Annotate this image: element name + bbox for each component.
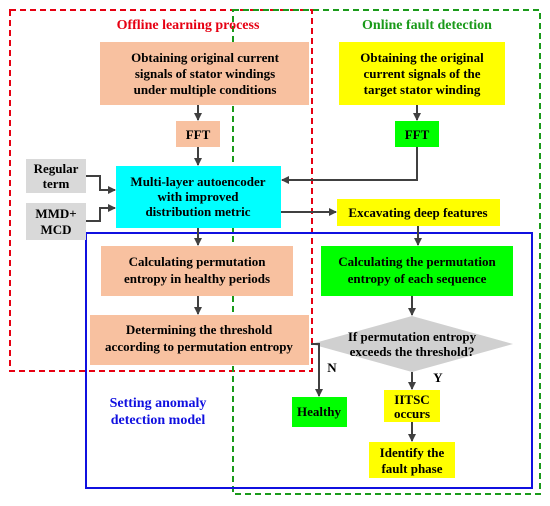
- svg-text:Calculating permutation: Calculating permutation: [129, 254, 267, 269]
- svg-text:Identify the: Identify the: [380, 445, 445, 460]
- svg-text:under multiple conditions: under multiple conditions: [134, 82, 277, 97]
- autoencoder-box: Multi-layer autoencoder with improved di…: [116, 166, 281, 228]
- svg-text:Healthy: Healthy: [297, 404, 342, 419]
- arrow-fft-online-to-autoencoder: [281, 147, 418, 184]
- svg-text:Obtaining original current: Obtaining original current: [131, 50, 279, 65]
- anomaly-region-title-line2: detection model: [111, 413, 206, 428]
- svg-text:according to permutation entro: according to permutation entropy: [105, 339, 293, 354]
- fft-online-box: FFT: [395, 121, 439, 147]
- svg-text:MMD+: MMD+: [35, 206, 76, 221]
- svg-text:FFT: FFT: [405, 127, 430, 142]
- offline-region-frame: [9, 9, 313, 372]
- regular-term-box: Regular term: [26, 159, 86, 193]
- svg-text:Calculating the permutation: Calculating the permutation: [338, 254, 496, 269]
- svg-text:distribution metric: distribution metric: [145, 204, 250, 219]
- svg-text:Determining the threshold: Determining the threshold: [126, 322, 273, 337]
- svg-text:exceeds the threshold?: exceeds the threshold?: [350, 344, 475, 359]
- threshold-box: Determining the threshold according to p…: [90, 315, 309, 365]
- excavating-features-box: Excavating deep features: [337, 199, 500, 226]
- obtain-target-box: Obtaining the original current signals o…: [339, 42, 505, 105]
- decision-diamond: If permutation entropy exceeds the thres…: [311, 316, 513, 372]
- svg-text:fault phase: fault phase: [381, 461, 442, 476]
- svg-text:current signals of the: current signals of the: [363, 66, 480, 81]
- svg-text:Multi-layer autoencoder: Multi-layer autoencoder: [130, 174, 265, 189]
- svg-text:If permutation entropy: If permutation entropy: [348, 329, 477, 344]
- fft-offline-box: FFT: [176, 121, 220, 147]
- anomaly-region-title-line1: Setting anomaly: [110, 396, 207, 411]
- svg-text:entropy of each sequence: entropy of each sequence: [348, 271, 487, 286]
- branch-n-label: N: [327, 360, 337, 375]
- svg-text:Obtaining the original: Obtaining the original: [360, 50, 484, 65]
- svg-text:Excavating deep features: Excavating deep features: [348, 205, 487, 220]
- arrow-regular-to-autoencoder: [86, 175, 116, 194]
- pe-healthy-box: Calculating permutation entropy in healt…: [101, 246, 293, 296]
- svg-text:occurs: occurs: [394, 406, 430, 421]
- svg-text:with improved: with improved: [157, 189, 239, 204]
- svg-text:term: term: [43, 176, 70, 191]
- svg-text:signals of stator windings: signals of stator windings: [135, 66, 275, 81]
- svg-text:Regular: Regular: [34, 161, 79, 176]
- anomaly-region-frame: [85, 232, 533, 489]
- healthy-box: Healthy: [292, 397, 347, 427]
- obtain-multi-condition-box: Obtaining original current signals of st…: [100, 42, 309, 105]
- iitsc-box: IITSC occurs: [384, 390, 440, 422]
- svg-text:target stator winding: target stator winding: [364, 82, 481, 97]
- svg-text:entropy in healthy periods: entropy in healthy periods: [124, 271, 270, 286]
- svg-text:MCD: MCD: [40, 222, 71, 237]
- svg-text:IITSC: IITSC: [394, 392, 429, 407]
- svg-text:FFT: FFT: [186, 127, 211, 142]
- pe-sequence-box: Calculating the permutation entropy of e…: [321, 246, 513, 296]
- online-region-title: Online fault detection: [362, 18, 492, 33]
- arrow-decision-to-healthy: [311, 343, 323, 397]
- offline-region-title: Offline learning process: [117, 18, 260, 33]
- identify-fault-box: Identify the fault phase: [369, 442, 455, 478]
- mmd-mcd-box: MMD+ MCD: [26, 203, 86, 240]
- arrow-mmd-to-autoencoder: [86, 204, 116, 222]
- branch-y-label: Y: [433, 370, 443, 385]
